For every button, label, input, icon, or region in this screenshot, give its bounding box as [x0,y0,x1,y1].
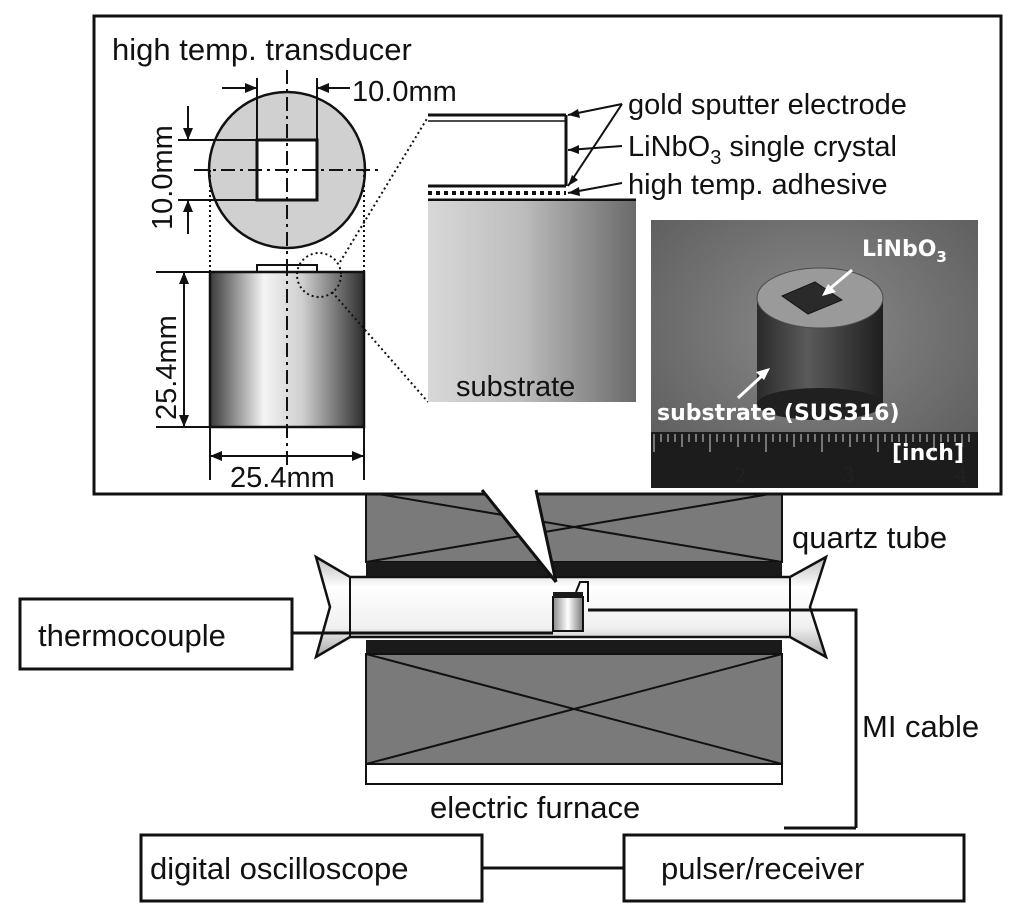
substrate-label: substrate [456,371,575,403]
layer-electrode-label: gold sputter electrode [628,89,907,121]
layer-crystal-subscript: 3 [710,147,721,169]
oscilloscope-box: digital oscilloscope [139,833,484,903]
wiring [292,608,858,870]
layer-crystal-label: LiNbO3 single crystal [628,131,897,169]
layer-adhesive-label: high temp. adhesive [628,169,888,201]
photo-unit-label: [inch] [892,441,964,466]
quartz-tube-label: quartz tube [792,520,947,555]
inset-panel: high temp. transducer 10.0mm 10.0mm [92,14,1003,583]
oscilloscope-label: digital oscilloscope [150,851,408,886]
photo-ruler-ticks [653,434,970,452]
sample-transducer [552,596,584,632]
furnace-lower-liner [366,640,782,654]
electric-furnace-label: electric furnace [430,790,640,825]
mi-cable-label: MI cable [862,709,979,744]
zoom-circle [296,252,342,298]
cross-section: substrate gold sputter electrode LiNbO3 … [331,89,907,403]
pulser-receiver-label: pulser/receiver [661,851,864,886]
thermocouple-label: thermocouple [38,618,226,653]
pulser-receiver-box: pulser/receiver [622,833,966,903]
thermocouple-box: thermocouple [18,597,294,671]
photo-ruler-num-2: 2 [734,463,747,487]
furnace-base [365,763,783,785]
dim-cyl-height: 25.4mm [151,315,183,420]
furnace-upper-liner [366,562,782,576]
transducer-title: high temp. transducer [112,32,412,67]
photo-crystal-label: LiNbO3 [862,237,947,266]
dim-top-width: 10.0mm [352,76,457,108]
dim-cyl-width: 25.4mm [230,462,335,494]
dim-top-height: 10.0mm [147,125,179,230]
photo-ruler-num-3: 3 [842,463,855,487]
substrate-block [428,201,636,402]
side-view: 25.4mm 25.4mm [151,170,366,494]
sample-photo: 2 3 4 LiNbO3 substrate (SUS316) [inch] [651,220,978,488]
photo-ruler-num-4: 4 [955,463,968,487]
photo-substrate-label: substrate (SUS316) [657,401,900,426]
furnace-assembly [313,491,829,785]
top-view: 10.0mm 10.0mm [147,70,457,262]
